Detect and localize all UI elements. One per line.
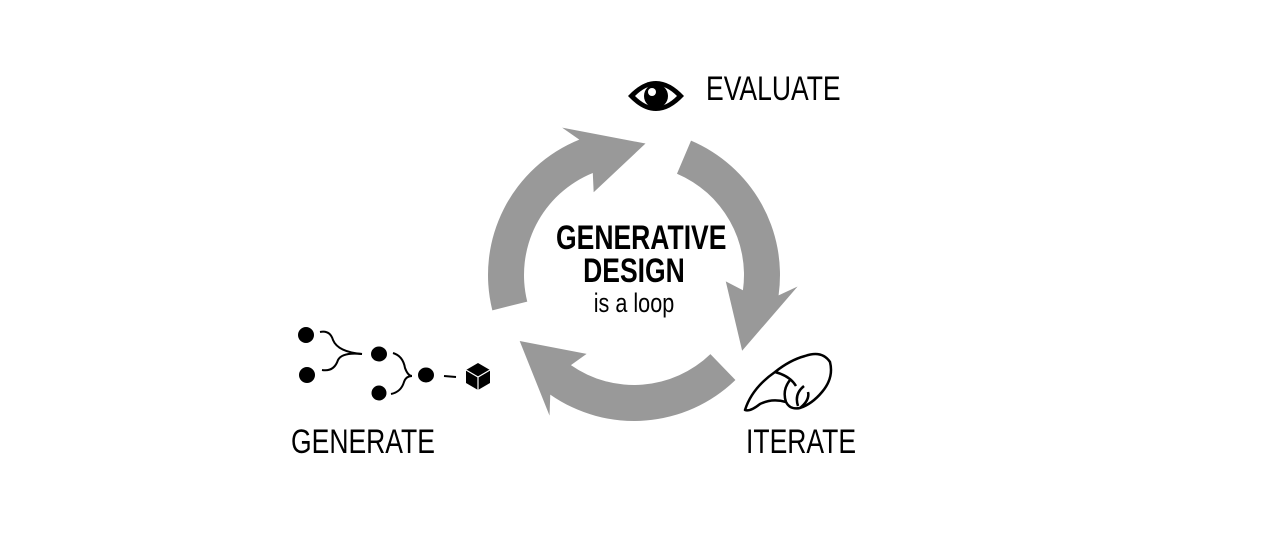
arrow-generate-to-evaluate <box>488 127 646 311</box>
arrow-iterate-to-generate <box>519 341 736 422</box>
cycle-arrows <box>488 127 798 422</box>
stage-label-generate: GENERATE <box>291 423 435 461</box>
arrow-evaluate-to-iterate <box>676 140 798 351</box>
node-tree-icon <box>298 327 491 401</box>
stage-label-evaluate: EVALUATE <box>706 70 841 108</box>
stage-label-iterate: ITERATE <box>746 423 857 461</box>
subtitle: is a loop <box>593 288 675 318</box>
center-title: GENERATIVE DESIGN is a loop <box>534 219 734 318</box>
title-line-2: DESIGN <box>583 252 685 290</box>
title-line-1: GENERATIVE <box>556 219 727 257</box>
pointing-hand-icon <box>743 352 833 412</box>
eye-icon <box>628 81 684 111</box>
cube-icon <box>465 363 491 390</box>
